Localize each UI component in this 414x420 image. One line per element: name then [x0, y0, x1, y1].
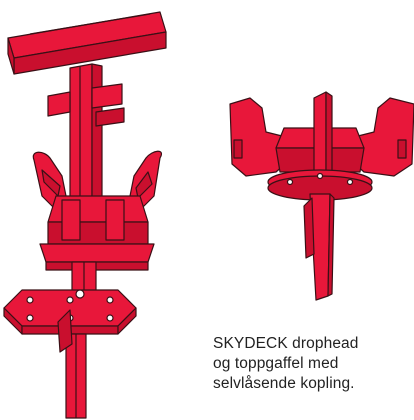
caption-line-2: og toppgaffel med — [213, 355, 339, 372]
product-caption: SKYDECK drophead og toppgaffel med selvl… — [213, 334, 409, 394]
caption-line-3: selvlåsende kopling. — [213, 375, 355, 392]
caption-line-1: SKYDECK drophead — [213, 335, 359, 352]
